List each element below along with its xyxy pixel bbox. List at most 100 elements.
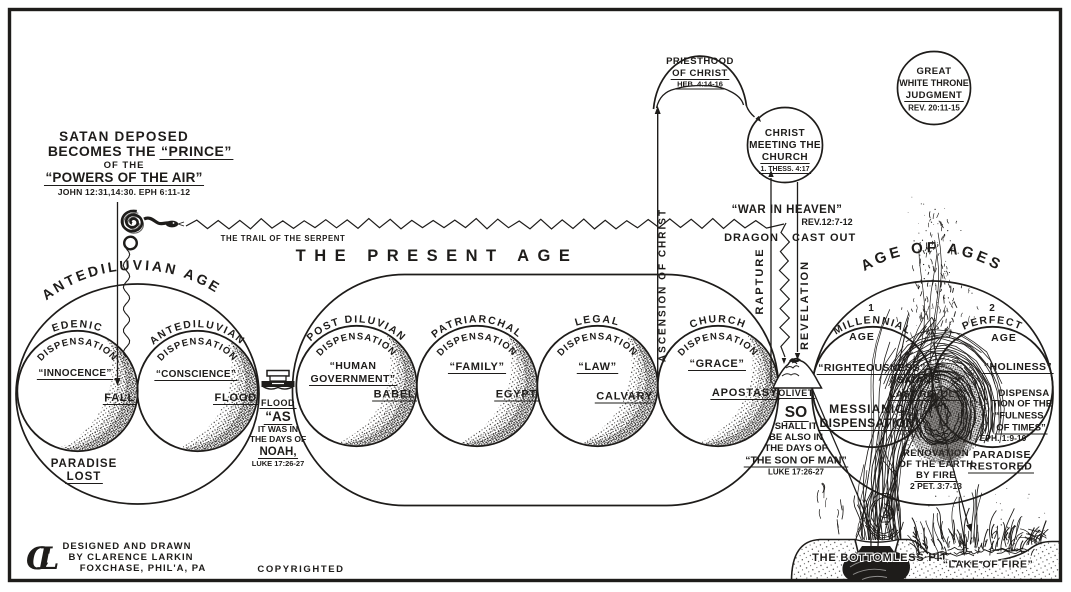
paradise-restored-2: RESTORED <box>970 461 1033 473</box>
perfect-num: 2 <box>989 303 995 314</box>
priesthood-2: OF CHRIST <box>672 68 728 79</box>
disp-5-word: DISPENSATION <box>676 331 760 358</box>
flood-noah: NOAH, <box>259 446 296 458</box>
present-age-title: THE PRESENT AGE <box>296 247 579 265</box>
disp-1-name: “CONSCIENCE” <box>156 369 236 380</box>
flood-as: “AS <box>265 409 291 424</box>
antediluvian-age-title: ANTEDILUVIAN AGE <box>39 257 225 303</box>
olivet-so: SO <box>785 404 807 421</box>
priesthood-cloud-line <box>655 84 745 109</box>
larkin-monogram: CL <box>26 541 59 577</box>
flood-l3: THE DAYS OF <box>250 434 306 444</box>
disp-0-word: DISPENSATION <box>35 336 119 363</box>
shading-crescent <box>463 337 537 446</box>
perfect-d1: DISPENSA <box>999 388 1050 399</box>
disp-0-type: EDENIC <box>50 318 104 335</box>
olivet-l4: THE DAYS OF <box>765 443 828 454</box>
millennial-num: 1 <box>868 303 874 314</box>
credits-1: DESIGNED AND DRAWN <box>62 541 191 552</box>
disp-0-name: “INNOCENCE” <box>38 368 111 379</box>
disp-1-event: FLOOD <box>215 392 258 404</box>
disp-3-word: DISPENSATION <box>435 331 519 358</box>
diagram-lines <box>7 7 1063 583</box>
shading-crescent <box>343 337 416 446</box>
disp-5-name: “GRACE” <box>690 358 745 370</box>
arrowhead <box>654 106 661 114</box>
priesthood-dome-arc <box>652 55 748 110</box>
lake-of-fire-flames <box>816 482 1049 560</box>
meeting-2: MEETING THE <box>749 140 821 151</box>
flood-ref: LUKE 17:26-27 <box>252 459 305 468</box>
shading-crescent <box>584 337 657 446</box>
satan-title-ref: JOHN 12:31,14:30. EPH 6:11-12 <box>58 187 190 197</box>
serpent-trail-line <box>185 217 785 230</box>
copyright-label: COPYRIGHTED <box>257 564 344 575</box>
meeting-ref: 1. THESS. 4:17 <box>760 166 809 173</box>
olivet-son: “THE SON OF MAN” <box>745 455 847 467</box>
olivet-ref: LUKE 17:26-27 <box>768 468 825 477</box>
chart-border <box>7 7 1063 583</box>
flood-altar <box>261 369 295 390</box>
shading-crescent <box>704 337 778 446</box>
smoke-and-fire <box>816 196 1049 560</box>
renovation-3: BY FIRE <box>916 470 956 481</box>
serpent-tongue <box>177 221 185 227</box>
arrowhead <box>781 358 787 364</box>
serpent-neck <box>143 216 171 226</box>
perfect-arc: PERFECT <box>960 314 1024 332</box>
shading-crescent <box>64 342 137 451</box>
satan-title-3: OF THE <box>104 160 145 171</box>
perfect-d2: TION OF THE <box>992 399 1052 410</box>
lake-label: “LAKE OF FIRE” <box>943 559 1033 571</box>
renovation-2: OF THE EARTH <box>899 459 974 470</box>
war-title: “WAR IN HEAVEN” <box>732 204 843 216</box>
perfect-age: AGE <box>991 332 1017 344</box>
paradise-lost-1: PARADISE <box>51 458 118 470</box>
disp-2-event: BABEL <box>374 389 416 401</box>
paradise-restored-1: PARADISE <box>973 449 1031 461</box>
satan-title-4: “POWERS OF THE AIR” <box>45 170 202 185</box>
arrowhead <box>966 523 972 532</box>
disp-1-word: DISPENSATION <box>155 336 239 363</box>
ascension-label: ASCENSION OF CHRIST <box>658 208 669 362</box>
disp-2-word: DISPENSATION <box>314 331 398 358</box>
rapture-label: RAPTURE <box>754 247 766 314</box>
flood-l2: IT WAS IN <box>258 424 298 434</box>
olivet-l2: SHALL IT <box>775 421 818 432</box>
war-dragon: DRAGON <box>724 232 779 244</box>
serpent-trail-label: THE TRAIL OF THE SERPENT <box>221 234 346 243</box>
gwt-1: GREAT <box>916 66 951 77</box>
age-of-ages-title: AGE OF AGES <box>858 239 1006 274</box>
antediluvian-circle <box>136 329 259 453</box>
renovation-ref: 2 PET. 3:7-13 <box>910 481 962 491</box>
disp-4-type: LEGAL <box>574 313 622 329</box>
serpent-head <box>165 220 179 228</box>
arrowhead <box>114 378 121 386</box>
satan-title-2b: “PRINCE” <box>161 143 232 159</box>
perfect-ref: EPH. 1:9-10 <box>980 433 1027 443</box>
war-ref: REV.12:7-12 <box>801 217 852 227</box>
olivet-label: OLIVET <box>778 388 814 398</box>
disp-4-event: CALVARY <box>596 391 653 403</box>
gwt-ref: REV. 20:11-15 <box>908 104 960 113</box>
perfect-name: “HOLINESS” <box>984 361 1052 373</box>
priesthood-1: PRIESTHOOD <box>666 56 734 67</box>
perfect-d4: OF TIMES” <box>996 423 1046 434</box>
christ-meeting-church-circle <box>746 106 824 184</box>
millennial-age: AGE <box>849 331 875 343</box>
disp-3-event: EGYPT <box>496 389 537 401</box>
disp-4-word: DISPENSATION <box>555 331 639 358</box>
disp-3-name: “FAMILY” <box>449 361 504 373</box>
gwt-2: WHITE THRONE <box>899 78 969 88</box>
disp-2-name1: “HUMAN <box>330 360 377 372</box>
meeting-3: CHURCH <box>762 152 808 163</box>
disp-2-name2: GOVERNMENT” <box>311 373 396 385</box>
perfect-d3: “FULNESS <box>994 411 1043 422</box>
bottomless-pit-hole <box>842 538 910 581</box>
credits-2: BY CLARENCE LARKIN <box>69 552 194 563</box>
arrowhead <box>794 353 801 360</box>
great-white-throne-circle <box>896 50 972 126</box>
revelation-label: REVELATION <box>799 260 811 350</box>
shading-crescent <box>184 342 257 451</box>
